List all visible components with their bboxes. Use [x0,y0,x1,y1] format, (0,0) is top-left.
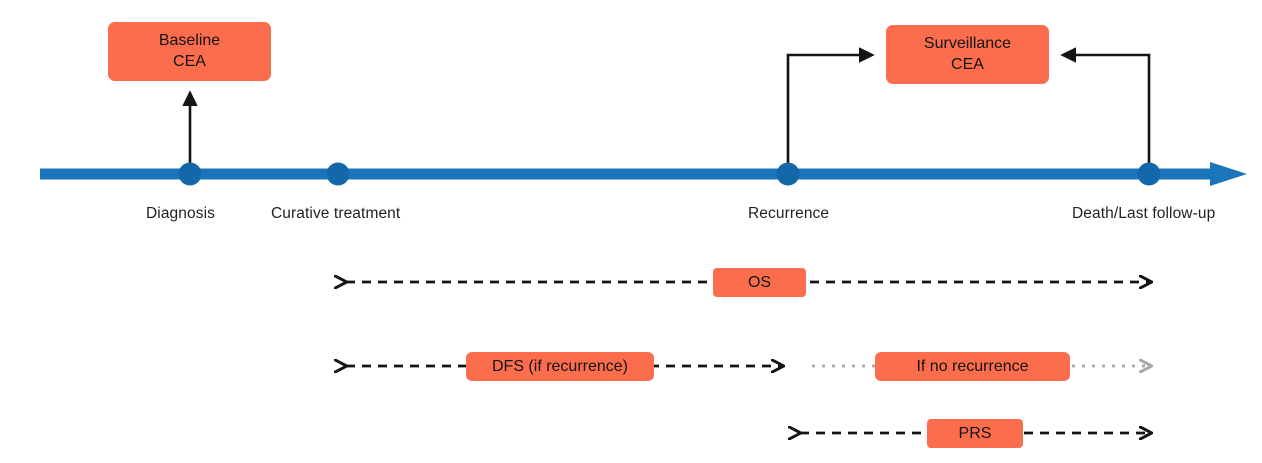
measure-pill-if-no-recurrence: If no recurrence [875,352,1070,381]
recurrence-connector [786,47,875,172]
measure-pill-os: OS [713,268,806,297]
timeline-nodes [178,162,1161,186]
node-death-last-followup [1137,162,1161,186]
node-label-recurrence: Recurrence [748,205,830,222]
node-recurrence [776,162,800,186]
baseline-cea-line2: CEA [173,52,206,70]
baseline-cea-box: Baseline CEA [108,22,271,81]
surveillance-cea-line1: Surveillance [923,35,1012,53]
measure-pill-dfs: DFS (if recurrence) [466,352,654,381]
measure-pill-prs: PRS [927,419,1023,448]
node-label-curative-treatment: Curative treatment [271,205,401,222]
node-label-diagnosis: Diagnosis [146,205,215,222]
node-diagnosis [178,162,202,186]
node-label-death-last-followup: Death/Last follow-up [1072,205,1216,222]
baseline-cea-line1: Baseline [158,32,221,50]
surveillance-cea-box: Surveillance CEA [886,25,1049,84]
surveillance-cea-line2: CEA [951,55,984,73]
timeline-arrowhead [1210,162,1247,186]
node-curative-treatment [326,162,350,186]
timeline-axis [40,162,1247,186]
followup-connector [1060,47,1151,172]
